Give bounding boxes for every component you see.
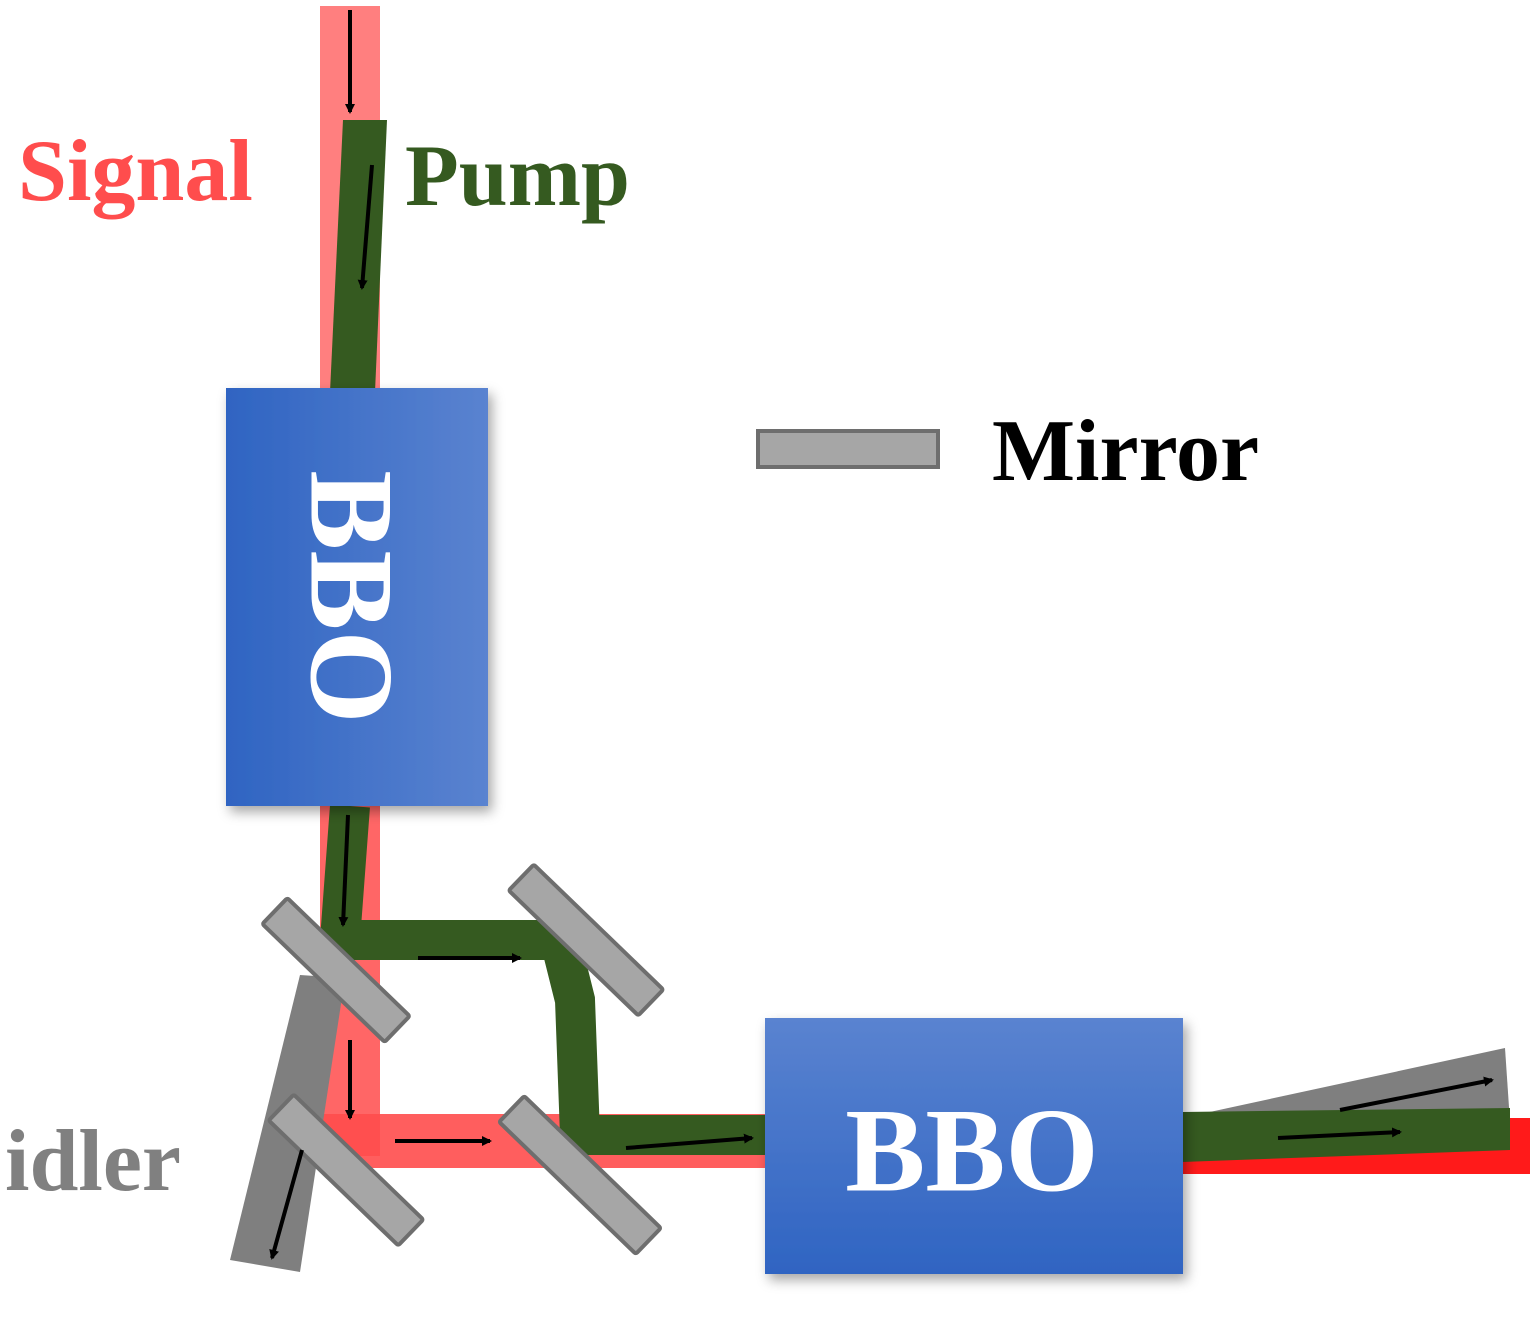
arrow-pump-output [1277,1127,1402,1140]
arrow-idler-output [1339,1076,1494,1112]
arrow-pump-input [357,164,374,290]
mirrors [261,863,665,1256]
pump-beam [318,120,1510,1162]
pump-label: Pump [405,128,630,225]
bbo-crystal-2-body [765,1018,1183,1274]
legend-mirror-swatch [756,429,940,469]
pump-beam-delay-loop [318,804,770,1155]
arrow-after-bbo-1 [338,814,350,927]
signal-label: Signal [18,123,253,220]
mirror-signal-bottom-left [267,1093,425,1247]
legend: Mirror [756,403,1259,500]
bbo-crystal-2-label: BBO [845,1084,1098,1217]
mirror-pump-top-right [507,863,665,1017]
bbo-crystal-1-body [226,388,488,806]
arrow-pump-into-bbo-2 [625,1133,754,1150]
direction-arrows [269,10,1494,1260]
bbo-crystal-1-label: BBO [286,470,419,723]
idler-beam-output [1182,1048,1510,1126]
bbo-crystal-2 [765,1018,1183,1274]
legend-mirror-label: Mirror [992,403,1259,500]
idler-label: idler [5,1113,181,1210]
bbo-crystal-1 [226,388,488,806]
mirror-combiner [497,1094,663,1256]
mirror-pump-splitter [261,896,411,1044]
arrow-idler-down [269,1149,304,1260]
pump-beam-input-segment [330,120,387,392]
